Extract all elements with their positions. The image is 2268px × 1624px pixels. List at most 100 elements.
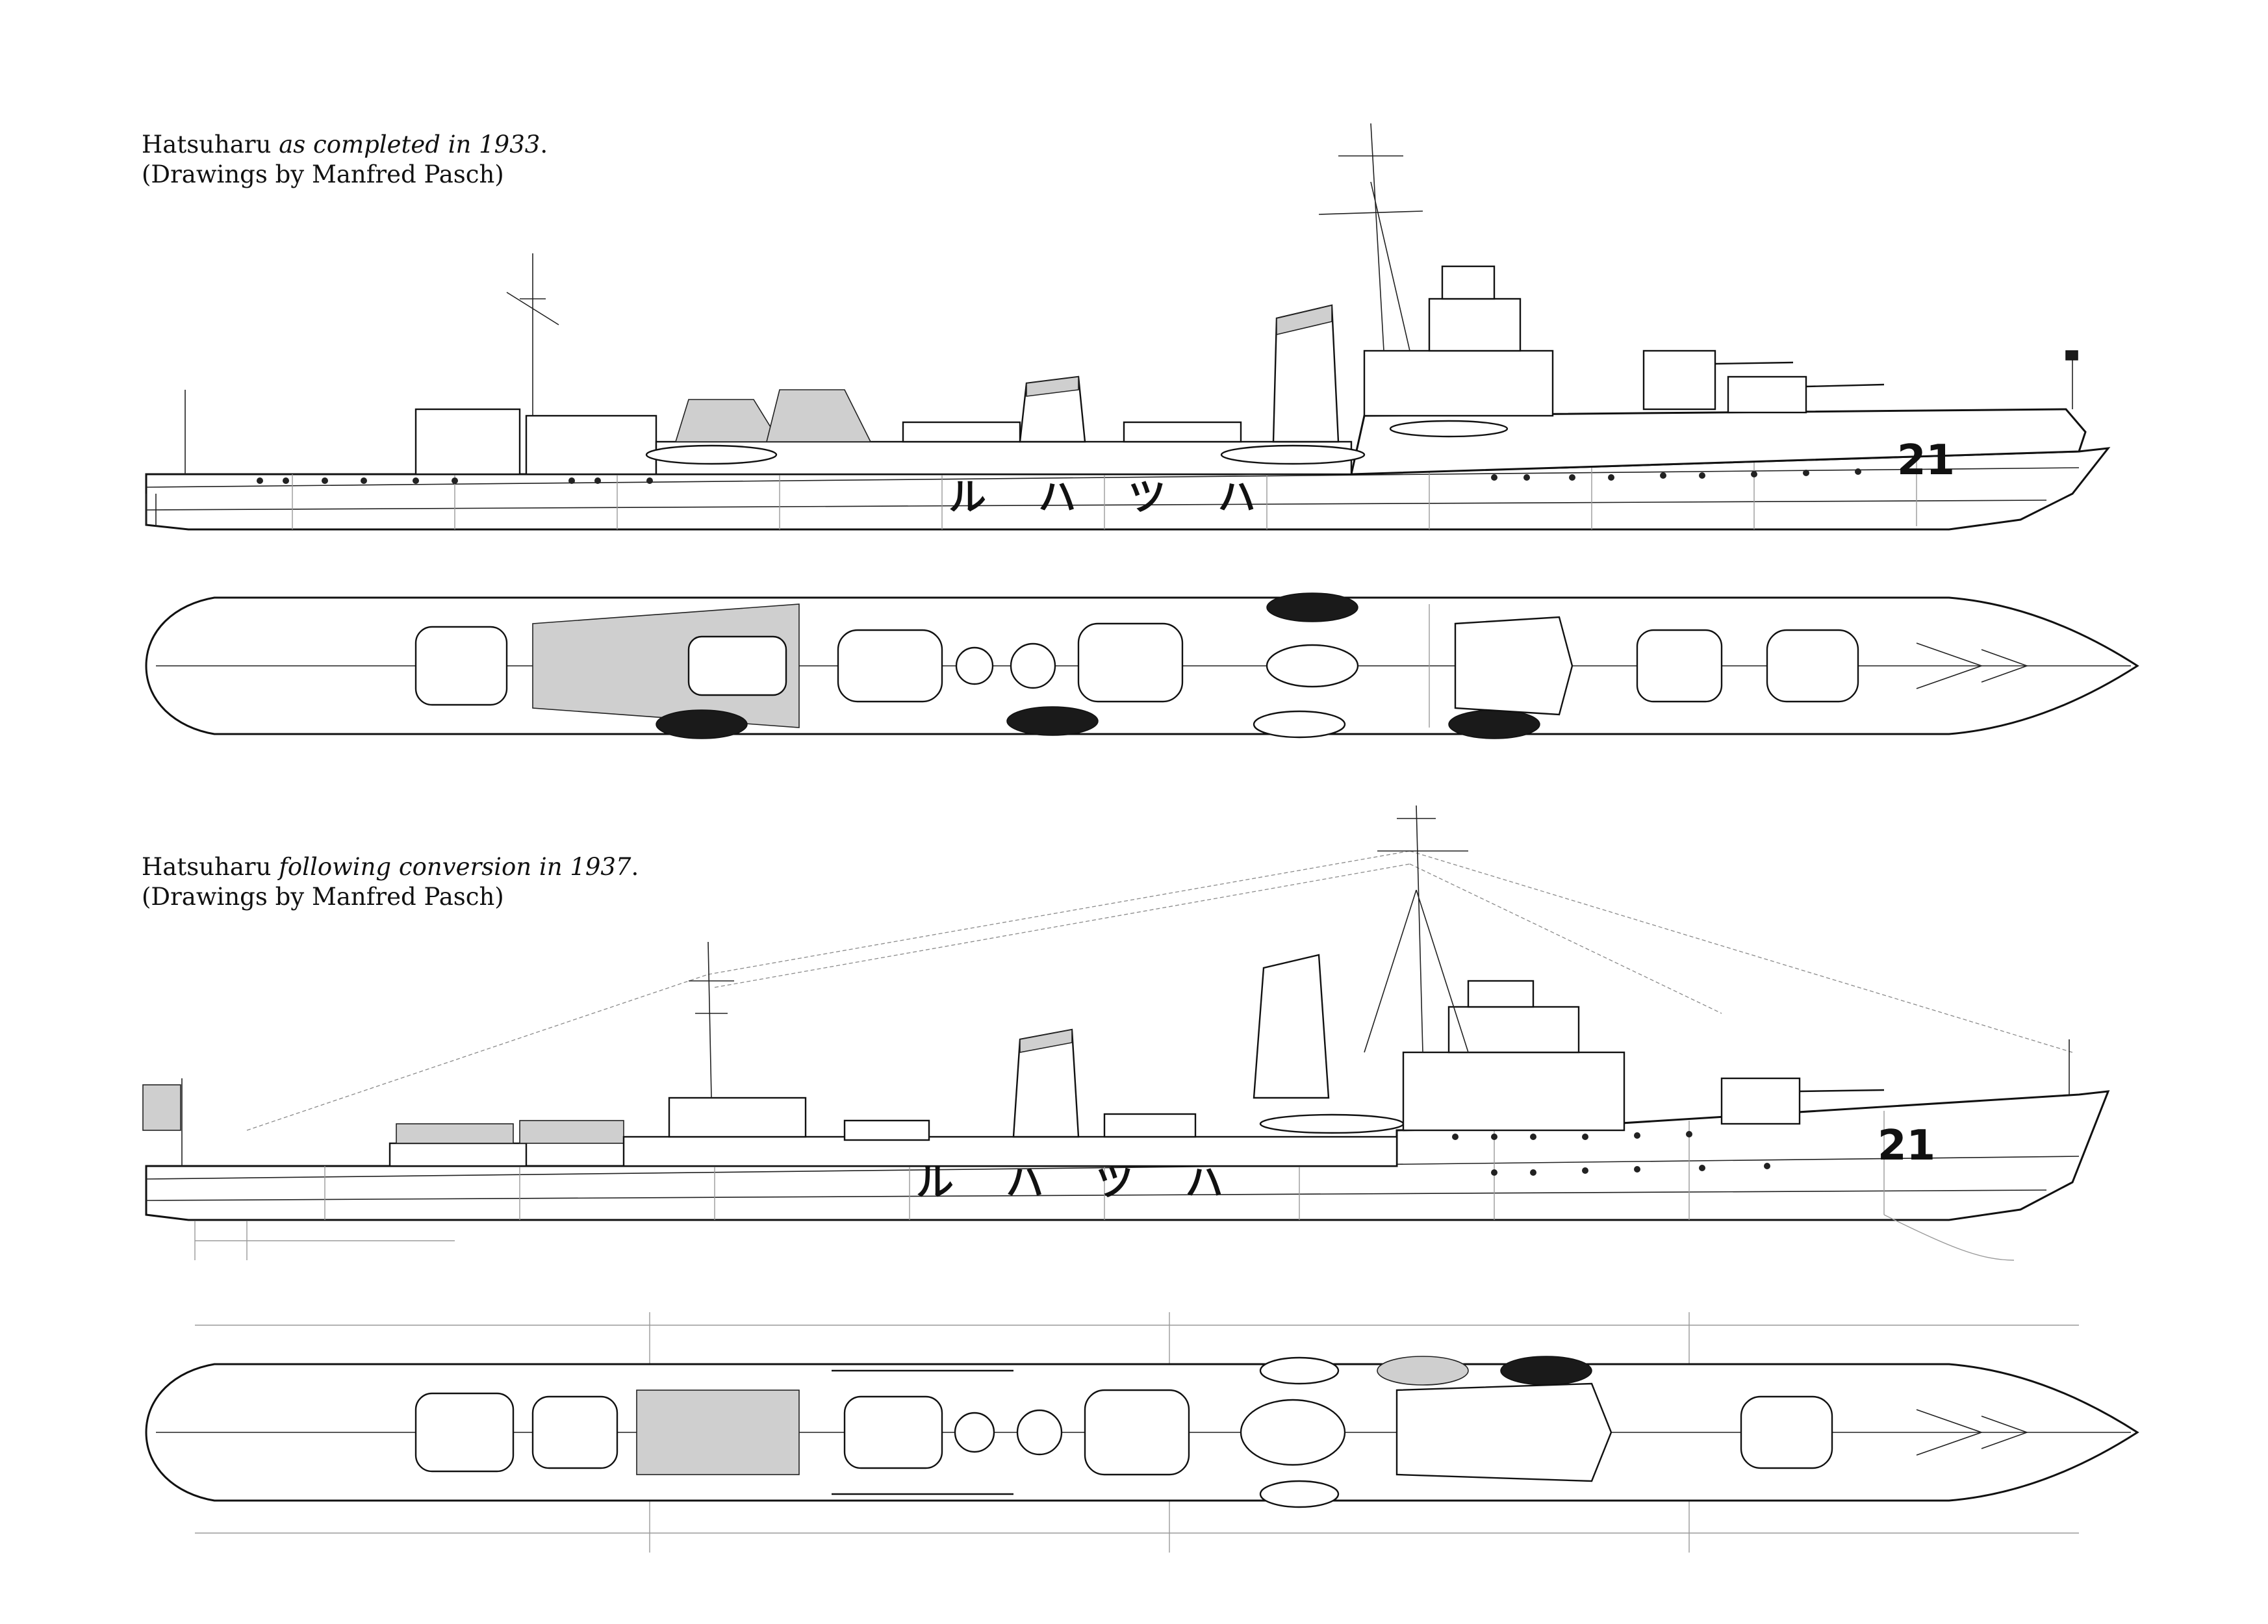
profile-svg-1933: 21 ル ハ ツ ハ <box>145 123 2111 531</box>
plan-drawing-1933 <box>0 552 2268 786</box>
aft-funnel-plan <box>955 646 994 685</box>
stern-lines <box>146 494 157 526</box>
gun-mount-y-plan <box>414 1392 515 1473</box>
aft-gun-mount-1 <box>674 399 781 442</box>
torpedo-mount-aft <box>902 421 1021 443</box>
bridge-plan <box>1395 1382 1612 1482</box>
foremast <box>1318 123 1423 351</box>
ensign-flag <box>142 1084 181 1131</box>
pennant-number: 21 <box>1897 437 1955 485</box>
caption-1933: Hatsuharu as completed in 1933. (Drawing… <box>142 130 548 190</box>
aft-funnel-cap <box>1026 376 1079 397</box>
caption-year: 1933 <box>479 131 541 159</box>
aft-funnel-plan <box>954 1412 995 1453</box>
caption-state: following conversion in <box>279 853 563 881</box>
boat-plan-3 <box>1006 706 1099 736</box>
fore-gun-barrel-a <box>1805 383 1885 388</box>
searchlight-platform <box>525 414 657 476</box>
fore-funnel <box>1253 954 1330 1099</box>
plan-svg-1933 <box>145 592 2139 739</box>
boat-plan-2 <box>656 709 748 739</box>
gun-mount-a-plan <box>1740 1395 1833 1469</box>
profile-drawing-1933: 21 ル ハ ツ ハ <box>0 104 2268 546</box>
boat-plan-1 <box>1266 592 1358 622</box>
fore-gun-mount-a <box>1727 375 1807 414</box>
anchor-gear-plan <box>1916 1409 2029 1456</box>
boat-plan-5 <box>1448 709 1540 739</box>
fore-gun-mount-b <box>1642 349 1716 411</box>
profile-drawing-1937: 21 ル ハ ツ ハ <box>0 793 2268 1286</box>
caption-title-1937: Hatsuharu following conversion in 1937. <box>142 852 639 882</box>
bridge-plan <box>1454 616 1574 716</box>
bridge-base <box>1363 349 1554 417</box>
bridge-base <box>1402 1051 1625 1132</box>
ships-boat-aft <box>645 444 778 465</box>
fore-gun-barrel <box>1799 1089 1885 1093</box>
bridge-top <box>1447 1006 1580 1054</box>
caption-state: as completed in <box>279 131 472 159</box>
torpedo-mount-aft-plan <box>687 635 787 696</box>
rail-tracks <box>832 1369 1013 1495</box>
gun-mount-y-plan <box>414 626 508 706</box>
mainmast <box>689 941 734 1098</box>
ships-boat <box>1259 1113 1405 1134</box>
caption-period: . <box>631 853 639 881</box>
searchlight-plan <box>1016 1409 1063 1456</box>
mainmast <box>506 253 559 416</box>
plan-drawing-1937 <box>0 1299 2268 1572</box>
hull-plating <box>324 1111 1885 1220</box>
aft-deckhouse <box>389 1142 528 1167</box>
rangefinder <box>1467 980 1535 1008</box>
caption-credit-1933: (Drawings by Manfred Pasch) <box>142 160 504 188</box>
fore-gun-mount <box>1720 1077 1801 1125</box>
fore-funnel-plan <box>1266 644 1359 688</box>
boat-plan-3 <box>1377 1356 1469 1386</box>
torpedo-mount-mid <box>1103 1113 1197 1138</box>
ships-boat-mid <box>1220 444 1366 465</box>
gun-mount-y <box>396 1123 514 1144</box>
hull-plating <box>292 455 1917 529</box>
torpedo-mount-aft <box>843 1119 930 1141</box>
caption-ship-name: Hatsuharu <box>142 131 272 159</box>
aft-torpedo-area <box>532 603 800 728</box>
aft-torpedo-deck <box>636 1389 800 1475</box>
aft-deckhouse <box>414 408 521 476</box>
gun-mount-x <box>519 1120 624 1144</box>
waterline <box>146 467 2080 488</box>
ships-boat-fore <box>1389 420 1509 438</box>
fore-funnel-plan <box>1240 1399 1346 1466</box>
aft-gun-mount-2 <box>765 389 872 442</box>
torpedo-mount-aft-plan <box>843 1395 943 1469</box>
boat-plan-4 <box>1500 1356 1592 1386</box>
anchor-gear-plan <box>1916 642 2029 689</box>
portholes <box>1452 1131 1770 1176</box>
gun-mount-a-plan <box>1766 629 1859 703</box>
boat-plan-2 <box>1259 1480 1340 1508</box>
boat-plan-4 <box>1253 710 1346 739</box>
fore-funnel-cap <box>1276 304 1332 336</box>
katakana-name: ル ハ ツ ハ <box>949 475 1275 519</box>
boat-plan-1 <box>1259 1356 1340 1385</box>
rigging-wires <box>246 850 2073 1131</box>
caption-1937: Hatsuharu following conversion in 1937. … <box>142 852 639 912</box>
waterline <box>146 1156 2080 1180</box>
underwater-ghost-lines <box>194 1214 2015 1261</box>
caption-year: 1937 <box>570 853 631 881</box>
bridge-top <box>1428 298 1522 352</box>
fore-gun-barrel-b <box>1714 361 1794 365</box>
caption-credit-1937: (Drawings by Manfred Pasch) <box>142 883 504 911</box>
torpedo-mount-mid <box>1123 421 1242 443</box>
caption-ship-name: Hatsuharu <box>142 853 272 881</box>
gun-mount-x-plan <box>531 1395 618 1469</box>
main-deckhouse <box>622 1136 1398 1167</box>
caption-title-1933: Hatsuharu as completed in 1933. <box>142 130 548 160</box>
aft-funnel-cap <box>1019 1029 1073 1053</box>
rangefinder <box>1441 265 1496 300</box>
searchlight-plan <box>1010 642 1056 689</box>
mainmast-platform <box>668 1097 807 1138</box>
gun-mount-x-plan <box>837 629 943 703</box>
torpedo-mount-mid-plan <box>1077 622 1184 703</box>
torpedo-mount-mid-plan <box>1084 1389 1190 1476</box>
plan-svg-1937 <box>145 1312 2139 1553</box>
profile-svg-1937: 21 ル ハ ツ ハ <box>142 805 2110 1261</box>
